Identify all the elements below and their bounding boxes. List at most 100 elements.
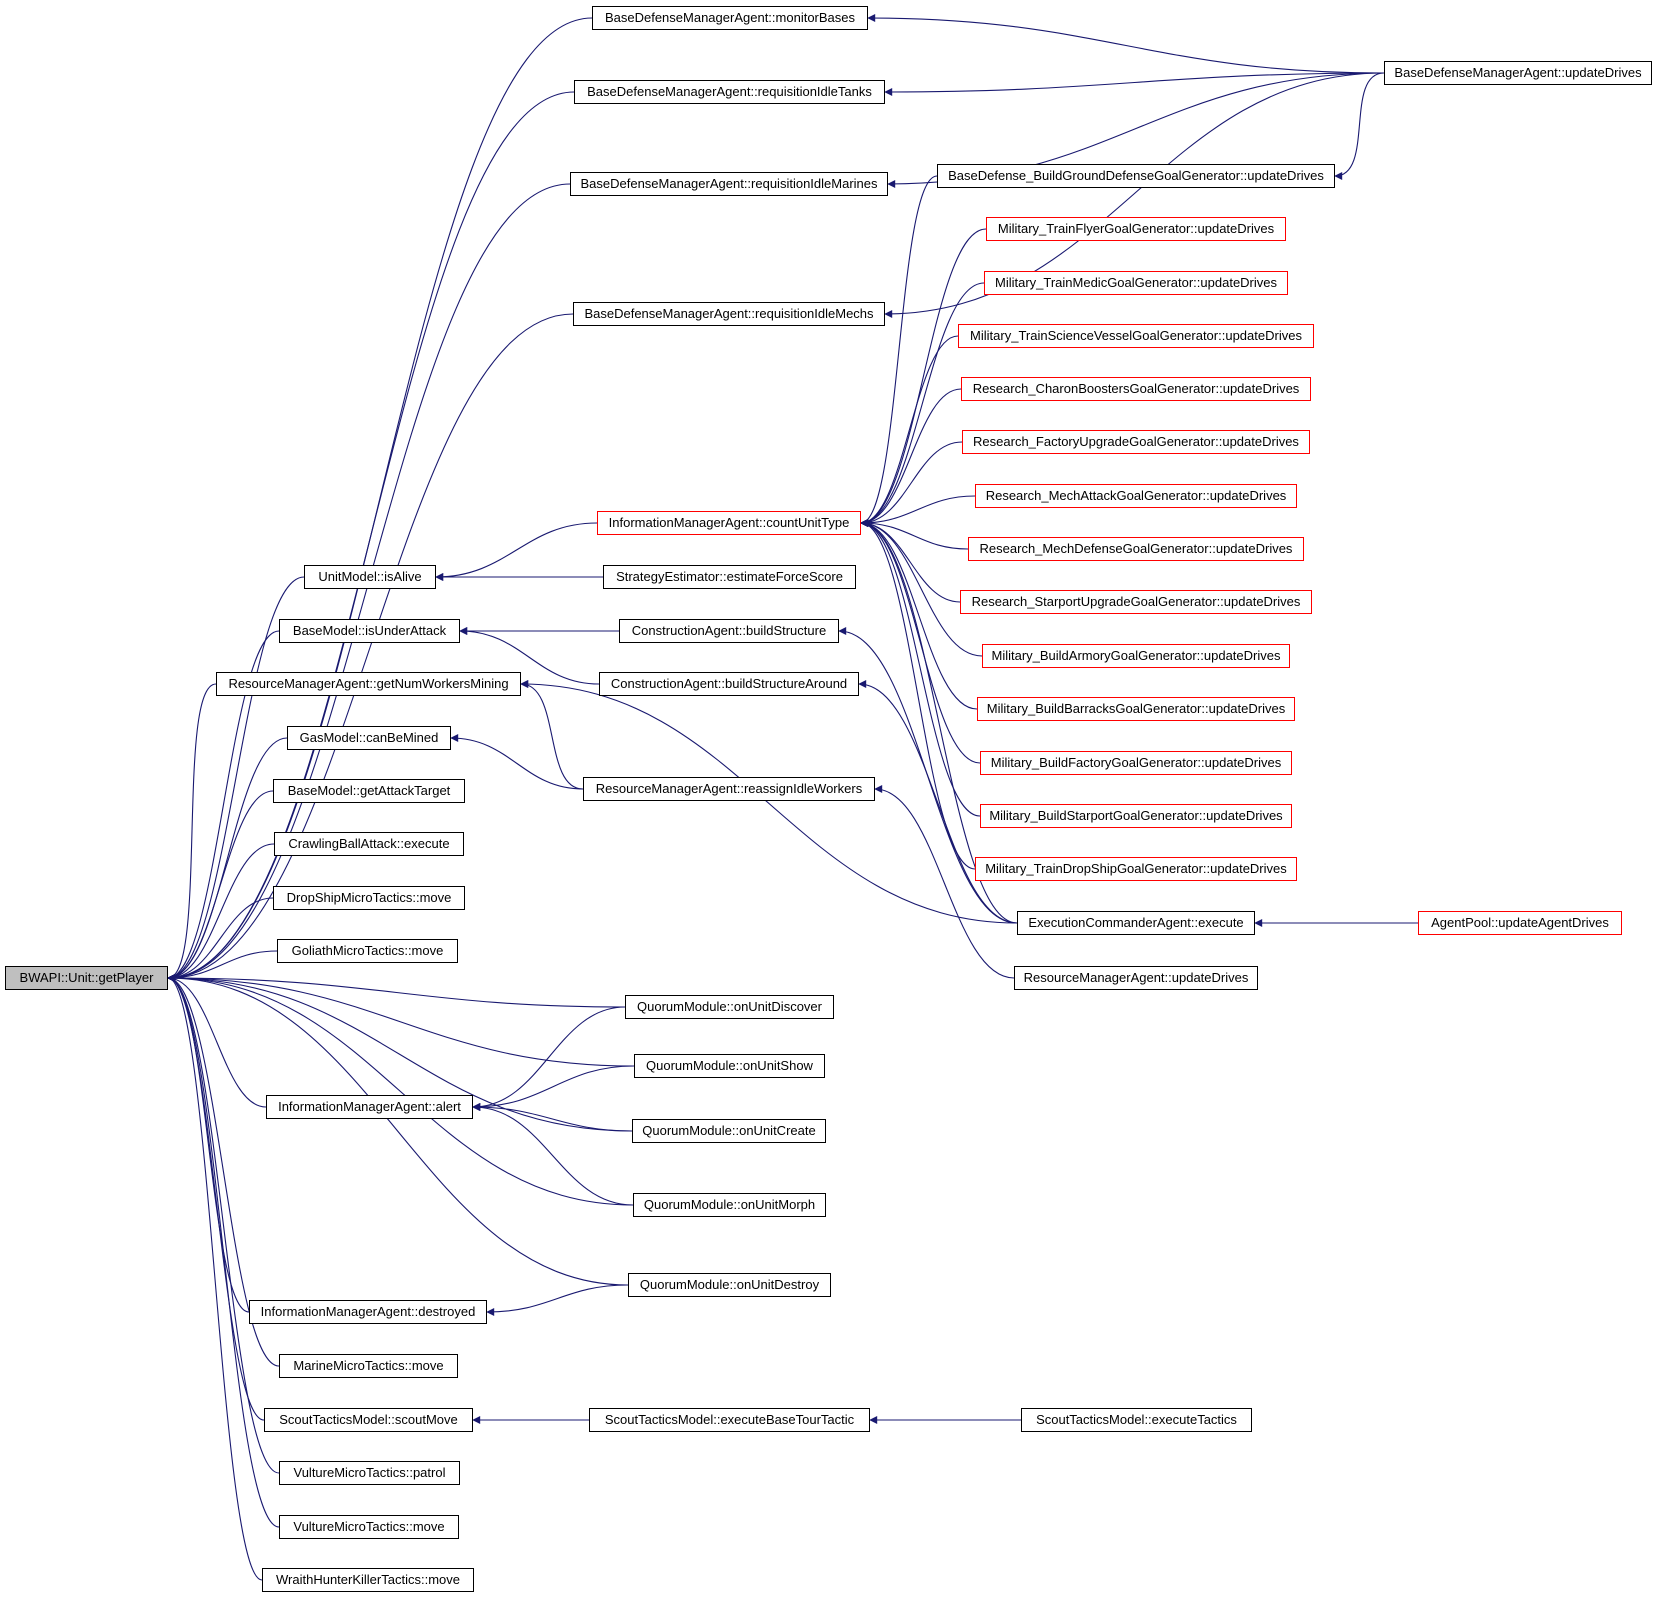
node-stm-basetour[interactable]: ScoutTacticsModel::executeBaseTourTactic	[589, 1408, 870, 1432]
edge-r_mechatk-to-ima_count	[860, 495, 976, 527]
edge-bdm_mechs-to-root	[167, 313, 574, 982]
edge-stm_scout-to-root	[167, 974, 265, 1421]
edge-bdm_update-to-bdm_monitor	[867, 14, 1385, 74]
edge-qm_destroy-to-root	[167, 974, 629, 1286]
edge-qm_discover-to-ima_alert	[472, 1006, 626, 1111]
edge-eca_exec-to-ca_around	[858, 680, 1018, 924]
edge-ima_alert-to-root	[167, 974, 267, 1108]
edge-m_armory-to-ima_count	[860, 519, 983, 657]
node-bdm-monitor[interactable]: BaseDefenseManagerAgent::monitorBases	[592, 6, 868, 30]
node-drop-move[interactable]: DropShipMicroTactics::move	[273, 886, 465, 910]
edge-rma_reassign-to-rma_num	[520, 680, 584, 790]
node-m-barracks[interactable]: Military_BuildBarracksGoalGenerator::upd…	[977, 697, 1295, 721]
node-r-mechdef[interactable]: Research_MechDefenseGoalGenerator::updat…	[968, 537, 1304, 561]
node-stm-exec[interactable]: ScoutTacticsModel::executeTactics	[1021, 1408, 1252, 1432]
edge-bdm_tanks-to-root	[167, 91, 575, 982]
edge-m_starport-to-ima_count	[860, 519, 981, 817]
node-base-target[interactable]: BaseModel::getAttackTarget	[273, 779, 465, 803]
node-r-starport[interactable]: Research_StarportUpgradeGoalGenerator::u…	[960, 590, 1312, 614]
edge-drop_move-to-root	[167, 897, 274, 982]
edge-wraith_move-to-root	[167, 974, 263, 1581]
node-marine-move[interactable]: MarineMicroTactics::move	[279, 1354, 458, 1378]
edge-eca_exec-to-ima_count	[860, 519, 1018, 924]
edge-vulture_move-to-root	[167, 974, 280, 1528]
node-wraith-move[interactable]: WraithHunterKillerTactics::move	[262, 1568, 474, 1592]
node-rma-num[interactable]: ResourceManagerAgent::getNumWorkersMinin…	[216, 672, 521, 696]
node-m-dropship[interactable]: Military_TrainDropShipGoalGenerator::upd…	[975, 857, 1297, 881]
edge-eca_exec-to-rma_num	[520, 680, 1018, 924]
node-gas-mined[interactable]: GasModel::canBeMined	[287, 726, 451, 750]
edge-qm_create-to-ima_alert	[472, 1103, 633, 1132]
edge-qm_create-to-root	[167, 974, 633, 1132]
edge-m_flyer-to-ima_count	[860, 228, 987, 527]
node-rma-update[interactable]: ResourceManagerAgent::updateDrives	[1014, 966, 1258, 990]
edge-m_medic-to-ima_count	[860, 282, 985, 527]
edge-rma_reassign-to-gas_mined	[450, 734, 584, 790]
edge-bdm_update-to-bd_bgdg	[1334, 72, 1385, 180]
node-crawl-exec[interactable]: CrawlingBallAttack::execute	[274, 832, 464, 856]
node-ima-alert[interactable]: InformationManagerAgent::alert	[266, 1095, 473, 1119]
edge-base_attack-to-root	[167, 630, 280, 982]
node-se-force[interactable]: StrategyEstimator::estimateForceScore	[603, 565, 856, 589]
edge-ima_destroyed-to-root	[167, 974, 250, 1313]
edge-marine_move-to-root	[167, 974, 280, 1367]
node-ima-destroyed[interactable]: InformationManagerAgent::destroyed	[249, 1300, 487, 1324]
node-root[interactable]: BWAPI::Unit::getPlayer	[5, 966, 168, 990]
node-qm-morph[interactable]: QuorumModule::onUnitMorph	[633, 1193, 826, 1217]
node-m-armory[interactable]: Military_BuildArmoryGoalGenerator::updat…	[982, 644, 1290, 668]
edge-r_charon-to-ima_count	[860, 388, 962, 527]
node-bdm-marines[interactable]: BaseDefenseManagerAgent::requisitionIdle…	[570, 172, 888, 196]
node-goliath-move[interactable]: GoliathMicroTactics::move	[277, 939, 458, 963]
node-ca-around[interactable]: ConstructionAgent::buildStructureAround	[599, 672, 859, 696]
node-bdm-update[interactable]: BaseDefenseManagerAgent::updateDrives	[1384, 61, 1652, 85]
edge-m_dropship-to-ima_count	[860, 519, 976, 870]
node-bd-bgdg[interactable]: BaseDefense_BuildGroundDefenseGoalGenera…	[937, 164, 1335, 188]
node-r-mechatk[interactable]: Research_MechAttackGoalGenerator::update…	[975, 484, 1297, 508]
node-bdm-mechs[interactable]: BaseDefenseManagerAgent::requisitionIdle…	[573, 302, 885, 326]
edge-bdm_update-to-bdm_mechs	[884, 72, 1385, 318]
node-vulture-patrol[interactable]: VultureMicroTactics::patrol	[279, 1461, 460, 1485]
edge-goliath_move-to-root	[167, 950, 278, 982]
node-ima-count[interactable]: InformationManagerAgent::countUnitType	[597, 511, 861, 535]
node-stm-scout[interactable]: ScoutTacticsModel::scoutMove	[264, 1408, 473, 1432]
node-bdm-tanks[interactable]: BaseDefenseManagerAgent::requisitionIdle…	[574, 80, 885, 104]
node-qm-destroy[interactable]: QuorumModule::onUnitDestroy	[628, 1273, 831, 1297]
edge-r_mechdef-to-ima_count	[860, 519, 969, 550]
node-r-charon[interactable]: Research_CharonBoostersGoalGenerator::up…	[961, 377, 1311, 401]
node-qm-discover[interactable]: QuorumModule::onUnitDiscover	[625, 995, 834, 1019]
node-ca-build[interactable]: ConstructionAgent::buildStructure	[619, 619, 839, 643]
edge-vulture_patrol-to-root	[167, 974, 280, 1474]
edge-r_factory-to-ima_count	[860, 441, 963, 527]
node-eca-exec[interactable]: ExecutionCommanderAgent::execute	[1017, 911, 1255, 935]
node-r-factory[interactable]: Research_FactoryUpgradeGoalGenerator::up…	[962, 430, 1310, 454]
edge-rma_num-to-root	[167, 683, 217, 982]
edge-qm_morph-to-root	[167, 974, 634, 1206]
node-m-starport[interactable]: Military_BuildStarportGoalGenerator::upd…	[980, 804, 1292, 828]
node-unit-alive[interactable]: UnitModel::isAlive	[304, 565, 436, 589]
node-m-flyer[interactable]: Military_TrainFlyerGoalGenerator::update…	[986, 217, 1286, 241]
edge-m_sci-to-ima_count	[860, 335, 959, 527]
edge-m_barracks-to-ima_count	[860, 519, 978, 710]
edge-qm_discover-to-root	[167, 974, 626, 1008]
node-qm-create[interactable]: QuorumModule::onUnitCreate	[632, 1119, 826, 1143]
edge-m_factory-to-ima_count	[860, 519, 981, 764]
edge-rma_update-to-rma_reassign	[874, 785, 1015, 979]
node-rma-reassign[interactable]: ResourceManagerAgent::reassignIdleWorker…	[583, 777, 875, 801]
edge-crawl_exec-to-root	[167, 843, 275, 982]
edge-ca_around-to-base_attack	[459, 627, 600, 685]
node-agentpool[interactable]: AgentPool::updateAgentDrives	[1418, 911, 1622, 935]
node-qm-show[interactable]: QuorumModule::onUnitShow	[634, 1054, 825, 1078]
node-m-medic[interactable]: Military_TrainMedicGoalGenerator::update…	[984, 271, 1288, 295]
edge-unit_alive-to-root	[167, 576, 305, 982]
edge-qm_destroy-to-ima_destroyed	[486, 1284, 629, 1316]
edge-bd_bgdg-to-ima_count	[860, 175, 938, 527]
edge-qm_show-to-root	[167, 974, 635, 1067]
node-base-attack[interactable]: BaseModel::isUnderAttack	[279, 619, 460, 643]
node-vulture-move[interactable]: VultureMicroTactics::move	[279, 1515, 459, 1539]
node-m-factory[interactable]: Military_BuildFactoryGoalGenerator::upda…	[980, 751, 1292, 775]
node-m-sci[interactable]: Military_TrainScienceVesselGoalGenerator…	[958, 324, 1314, 348]
edge-qm_show-to-ima_alert	[472, 1065, 635, 1111]
edge-qm_morph-to-ima_alert	[472, 1103, 634, 1206]
